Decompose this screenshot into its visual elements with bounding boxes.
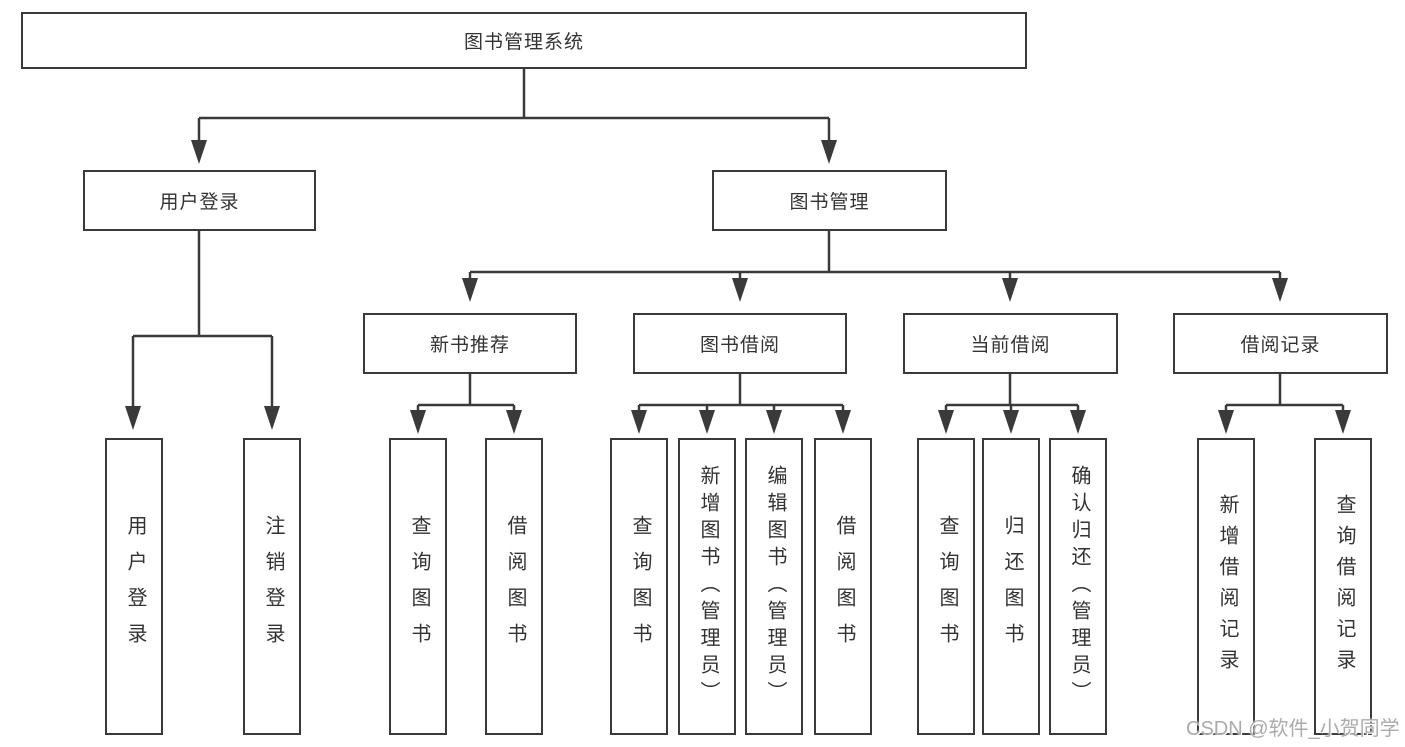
node-book-management: 图书管理 xyxy=(712,170,947,231)
node-library-management-system: 图书管理系统 xyxy=(21,12,1027,69)
leaf-edit-books-admin: 编辑图书（管理员） xyxy=(745,438,803,735)
leaf-add-borrow-record: 新增借阅记录 xyxy=(1197,438,1255,735)
connectors-new-book-recommend xyxy=(410,374,522,434)
node-current-borrowing: 当前借阅 xyxy=(903,313,1118,374)
leaf-borrow-books-recommend: 借阅图书 xyxy=(485,438,543,735)
connectors-book-management xyxy=(462,231,1288,302)
node-book-borrowing: 图书借阅 xyxy=(633,313,847,374)
leaf-user-login: 用户登录 xyxy=(105,438,163,735)
connectors-root xyxy=(191,69,837,164)
leaf-query-books-recommend: 查询图书 xyxy=(389,438,447,735)
node-new-book-recommend: 新书推荐 xyxy=(363,313,577,374)
connectors-user-login xyxy=(125,231,280,430)
leaf-logout: 注销登录 xyxy=(243,438,301,735)
connectors-borrowing-records xyxy=(1218,374,1351,434)
node-borrowing-records: 借阅记录 xyxy=(1173,313,1388,374)
leaf-confirm-return-admin: 确认归还（管理员） xyxy=(1049,438,1107,735)
leaf-query-borrow-record: 查询借阅记录 xyxy=(1314,438,1372,735)
node-user-login: 用户登录 xyxy=(83,170,316,231)
leaf-add-books-admin: 新增图书（管理员） xyxy=(678,438,736,735)
leaf-query-books-current: 查询图书 xyxy=(917,438,975,735)
connectors-book-borrowing xyxy=(631,374,851,434)
leaf-query-books-borrowing: 查询图书 xyxy=(610,438,668,735)
leaf-borrow-books-borrowing: 借阅图书 xyxy=(814,438,872,735)
connectors-current-borrowing xyxy=(938,374,1086,434)
leaf-return-books: 归还图书 xyxy=(982,438,1040,735)
